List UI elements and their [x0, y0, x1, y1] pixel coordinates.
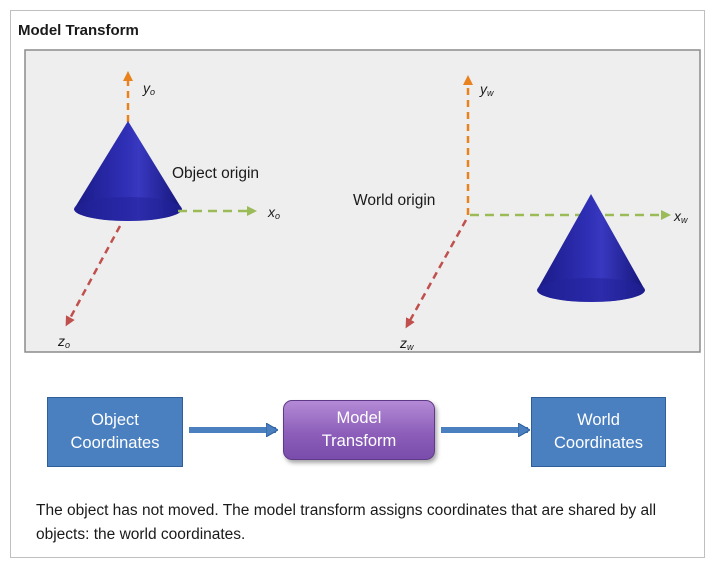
object-cone-icon — [74, 121, 182, 221]
world-cone-icon — [537, 194, 645, 302]
object-z-label: zo — [57, 333, 70, 350]
slide-title: Model Transform — [18, 22, 139, 39]
world-z-label: zw — [399, 335, 414, 352]
world-space-group: World origin yw xw zw — [353, 75, 688, 352]
caption-text: The object has not moved. The model tran… — [36, 502, 657, 543]
world-z-axis — [405, 219, 468, 329]
world-origin-label: World origin — [353, 192, 435, 209]
world-x-label: xw — [673, 208, 688, 225]
object-origin-label: Object origin — [172, 165, 259, 182]
object-z-axis — [65, 225, 122, 327]
object-space-group: Object origin yo xo zo — [57, 71, 280, 350]
model-transform-box: Model Transform — [283, 400, 435, 460]
world-coordinates-box: World Coordinates — [531, 397, 666, 467]
object-y-label: yo — [142, 80, 155, 97]
object-x-label: xo — [267, 204, 280, 221]
object-coordinates-box: Object Coordinates — [47, 397, 183, 467]
world-y-label: yw — [479, 81, 494, 98]
